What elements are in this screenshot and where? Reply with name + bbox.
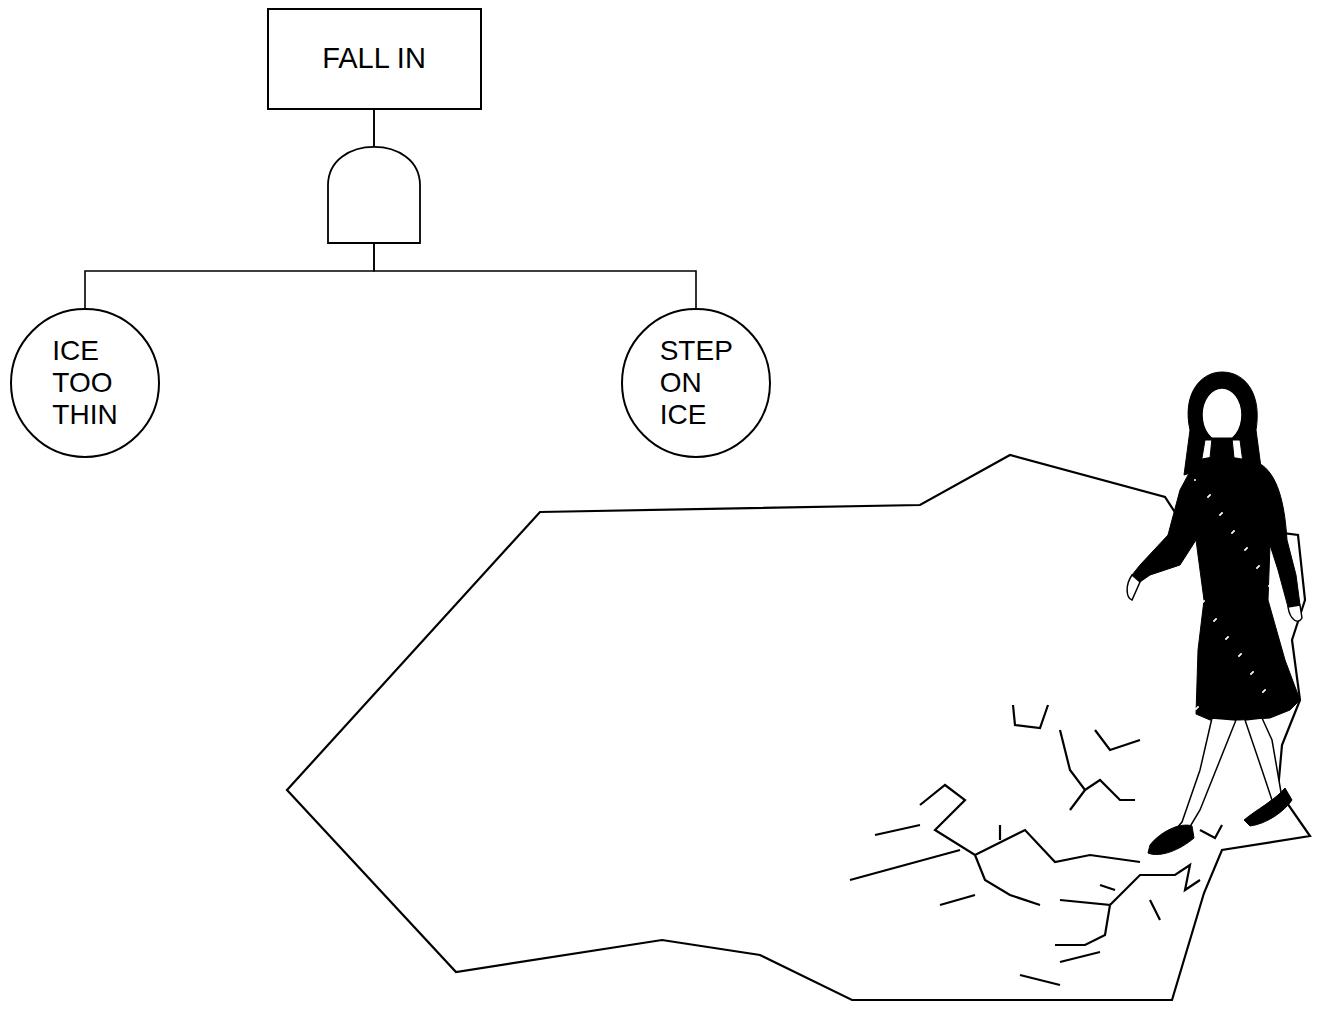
hand-left [1127,575,1140,600]
speckle [1227,636,1229,638]
hand-right [1288,605,1302,621]
dress-speckles [1194,479,1272,710]
speckle [1240,653,1242,655]
dress [1132,457,1300,720]
speckle [1258,565,1260,567]
and-gate [328,147,420,243]
event-label: ICE TOO THIN [52,335,117,432]
speckle [1202,601,1204,603]
woman-figure [1127,372,1302,855]
basic-event-circle: STEP ON ICE [621,308,771,458]
ice-cracks [850,705,1222,985]
ice-outline [287,455,1310,1000]
speckle [1203,600,1205,602]
speckle [1262,691,1264,693]
face [1202,388,1242,442]
fault-tree-connector [374,110,696,308]
speckle [1269,584,1271,586]
speckle [1231,532,1233,534]
ice-sheet [287,455,1310,1000]
speckle [1220,513,1222,515]
speckle [1233,530,1235,532]
circle-shape [622,309,770,457]
speckle [1263,690,1265,692]
speckle [1270,583,1272,585]
speckle [1195,708,1197,710]
speckle [1244,549,1246,551]
speckle [1251,672,1253,674]
speckle [1246,547,1248,549]
speckle [1197,706,1199,708]
speckle [1207,496,1209,498]
speckle [1208,495,1210,497]
speckle [1252,671,1254,673]
speckle [1264,689,1266,691]
circle-shape [11,309,159,457]
event-label: FALL IN [322,42,426,75]
speckle [1209,494,1211,496]
speckle [1256,567,1258,569]
speckle [1238,655,1240,657]
speckle [1226,637,1228,639]
shoe-left [1148,825,1194,854]
speckle [1268,585,1270,587]
speckle [1257,566,1259,568]
basic-event-circle: ICE TOO THIN [10,308,160,458]
speckle [1221,512,1223,514]
event-label: STEP ON ICE [660,335,733,432]
speckle [1196,707,1198,709]
speckle [1225,638,1227,640]
speckle [1239,654,1241,656]
speckle [1194,479,1196,481]
speckle [1201,602,1203,604]
speckle [1250,673,1252,675]
speckle [1214,619,1216,621]
shoe-right [1244,788,1292,826]
speckle [1232,531,1234,533]
speckle [1215,618,1217,620]
speckle [1219,514,1221,516]
speckle [1213,620,1215,622]
speckle [1245,548,1247,550]
event-box: FALL IN [267,8,482,110]
neck [1210,438,1234,458]
